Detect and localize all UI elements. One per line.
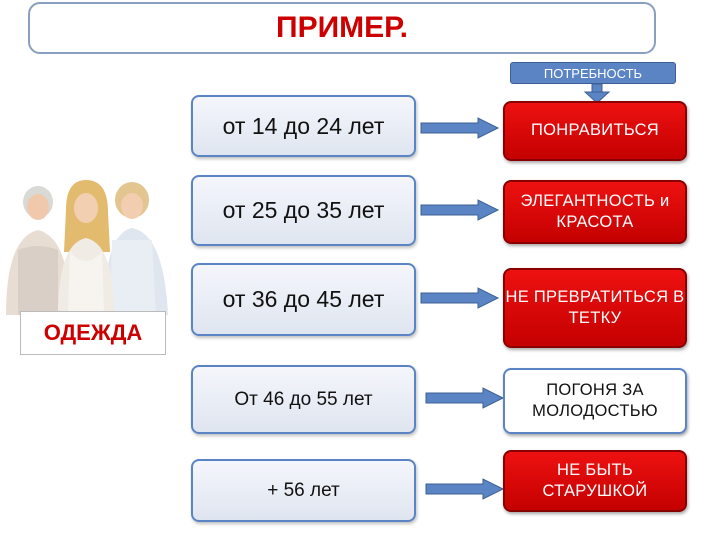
age-box-56-plus: + 56 лет bbox=[191, 459, 416, 522]
age-box-46-55: От 46 до 55 лет bbox=[191, 365, 416, 434]
need-header-label: ПОТРЕБНОСТЬ bbox=[510, 62, 676, 84]
arrow-icon bbox=[420, 117, 500, 139]
age-box-14-24: от 14 до 24 лет bbox=[191, 95, 416, 157]
women-photo bbox=[0, 180, 176, 315]
age-box-25-35: от 25 до 35 лет bbox=[191, 175, 416, 246]
title-box: ПРИМЕР. bbox=[28, 2, 656, 54]
arrow-icon bbox=[425, 387, 505, 409]
arrow-icon bbox=[420, 199, 500, 221]
need-box-not-become-aunt: НЕ ПРЕВРАТИТЬСЯ В ТЕТКУ bbox=[503, 268, 687, 348]
age-box-36-45: от 36 до 45 лет bbox=[191, 263, 416, 336]
arrow-icon bbox=[425, 478, 505, 500]
need-box-please: ПОНРАВИТЬСЯ bbox=[503, 101, 687, 161]
need-box-not-old: НЕ БЫТЬ СТАРУШКОЙ bbox=[503, 450, 687, 512]
clothes-label: ОДЕЖДА bbox=[20, 311, 166, 355]
need-box-youth: ПОГОНЯ ЗА МОЛОДОСТЬЮ bbox=[503, 368, 687, 434]
slide-title: ПРИМЕР. bbox=[276, 11, 408, 45]
need-box-elegance: ЭЛЕГАНТНОСТЬ и КРАСОТА bbox=[503, 180, 687, 244]
arrow-icon bbox=[420, 287, 500, 309]
